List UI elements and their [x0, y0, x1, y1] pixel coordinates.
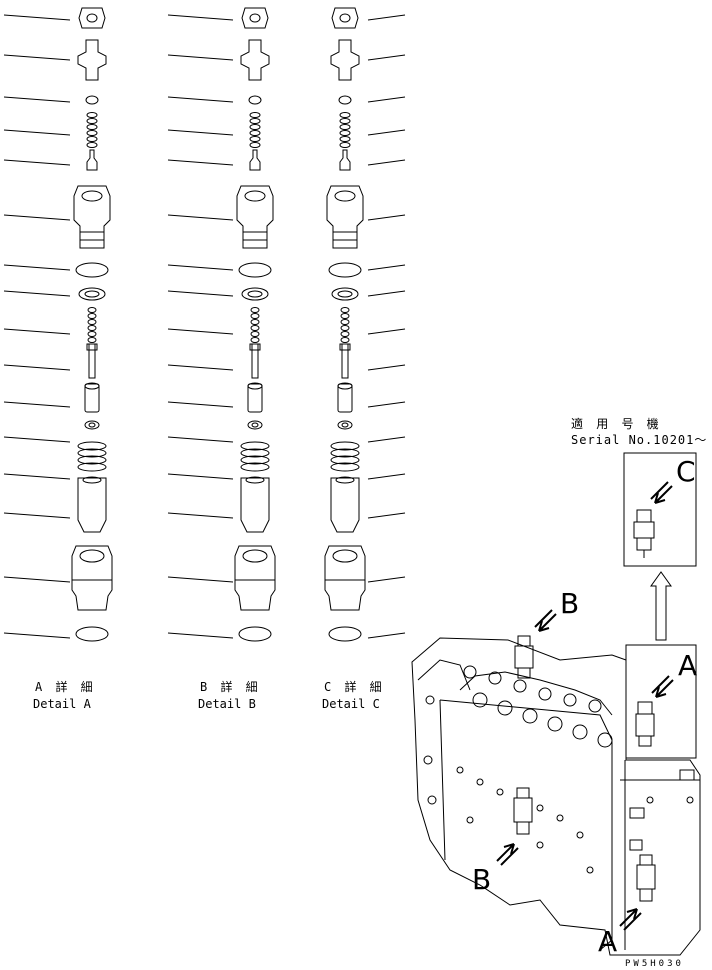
- leader-line: [367, 54, 406, 61]
- b-left-arrow: [496, 843, 519, 866]
- leader-line: [167, 364, 234, 371]
- drawing-code: PW5H030: [625, 959, 684, 969]
- letter-a-box: A: [678, 649, 698, 682]
- leader-line: [367, 159, 406, 166]
- leader-line: [167, 632, 234, 639]
- leader-line: [167, 264, 234, 271]
- leader-line: [167, 473, 234, 480]
- detail-c-subtitle: Detail C: [322, 697, 380, 711]
- leader-line: [3, 214, 71, 221]
- relief-valve-b-mid: [513, 787, 533, 835]
- leader-line: [367, 473, 406, 480]
- leader-line: [367, 96, 406, 103]
- detail-a-parts: [3, 7, 113, 642]
- leader-line: [167, 129, 234, 136]
- leader-line: [3, 328, 71, 335]
- leader-line: [3, 264, 71, 271]
- a-bottom-arrow: [619, 908, 642, 931]
- leader-line: [367, 576, 406, 583]
- leader-line: [3, 436, 71, 443]
- letter-a-bottom: A: [598, 925, 618, 958]
- leader-line: [3, 401, 71, 408]
- detail-a-subtitle: Detail A: [33, 697, 91, 711]
- leader-line: [367, 401, 406, 408]
- leader-line: [367, 290, 406, 297]
- a-view-arrow: [651, 675, 674, 698]
- detail-b-subtitle: Detail B: [198, 697, 256, 711]
- detail-b-parts: [167, 7, 276, 642]
- leader-line: [3, 512, 71, 519]
- leader-line: [167, 512, 234, 519]
- relief-valve-a: [636, 854, 656, 902]
- leader-line: [167, 436, 234, 443]
- leader-line: [3, 632, 71, 639]
- serial-note-jp: 適 用 号 機: [571, 417, 662, 431]
- leader-line: [3, 129, 71, 136]
- leader-line: [3, 159, 71, 166]
- upgrade-arrow: [650, 571, 672, 641]
- leader-line: [167, 214, 234, 221]
- detail-a-title: A 詳 細: [35, 680, 96, 694]
- leader-line: [3, 54, 71, 61]
- leader-line: [3, 290, 71, 297]
- leader-line: [367, 14, 406, 21]
- leader-line: [367, 214, 406, 221]
- detail-c-parts: [324, 7, 406, 642]
- letter-b-left: B: [472, 863, 492, 896]
- c-view-arrow: [650, 481, 673, 504]
- leader-line: [367, 632, 406, 639]
- leader-line: [367, 436, 406, 443]
- leader-line: [367, 264, 406, 271]
- leader-line: [167, 54, 234, 61]
- letter-c-box: C: [676, 455, 696, 488]
- leader-line: [167, 14, 234, 21]
- detail-c-title: C 詳 細: [324, 680, 385, 694]
- leader-line: [3, 14, 71, 21]
- leader-line: [3, 473, 71, 480]
- leader-line: [367, 512, 406, 519]
- control-valve-body: [411, 637, 701, 956]
- leader-line: [3, 364, 71, 371]
- leader-line: [167, 401, 234, 408]
- serial-note-en: Serial No.10201～: [571, 433, 708, 447]
- leader-line: [3, 576, 71, 583]
- leader-line: [167, 576, 234, 583]
- leader-line: [367, 364, 406, 371]
- leader-line: [367, 328, 406, 335]
- letter-b-top: B: [560, 587, 580, 620]
- leader-line: [167, 290, 234, 297]
- relief-valve-b-top: [514, 635, 534, 679]
- leader-line: [167, 96, 234, 103]
- detail-c-box: [623, 452, 697, 567]
- leader-line: [367, 129, 406, 136]
- b-top-arrow: [534, 609, 557, 632]
- leader-line: [3, 96, 71, 103]
- detail-b-title: B 詳 細: [200, 680, 261, 694]
- leader-line: [167, 328, 234, 335]
- leader-line: [167, 159, 234, 166]
